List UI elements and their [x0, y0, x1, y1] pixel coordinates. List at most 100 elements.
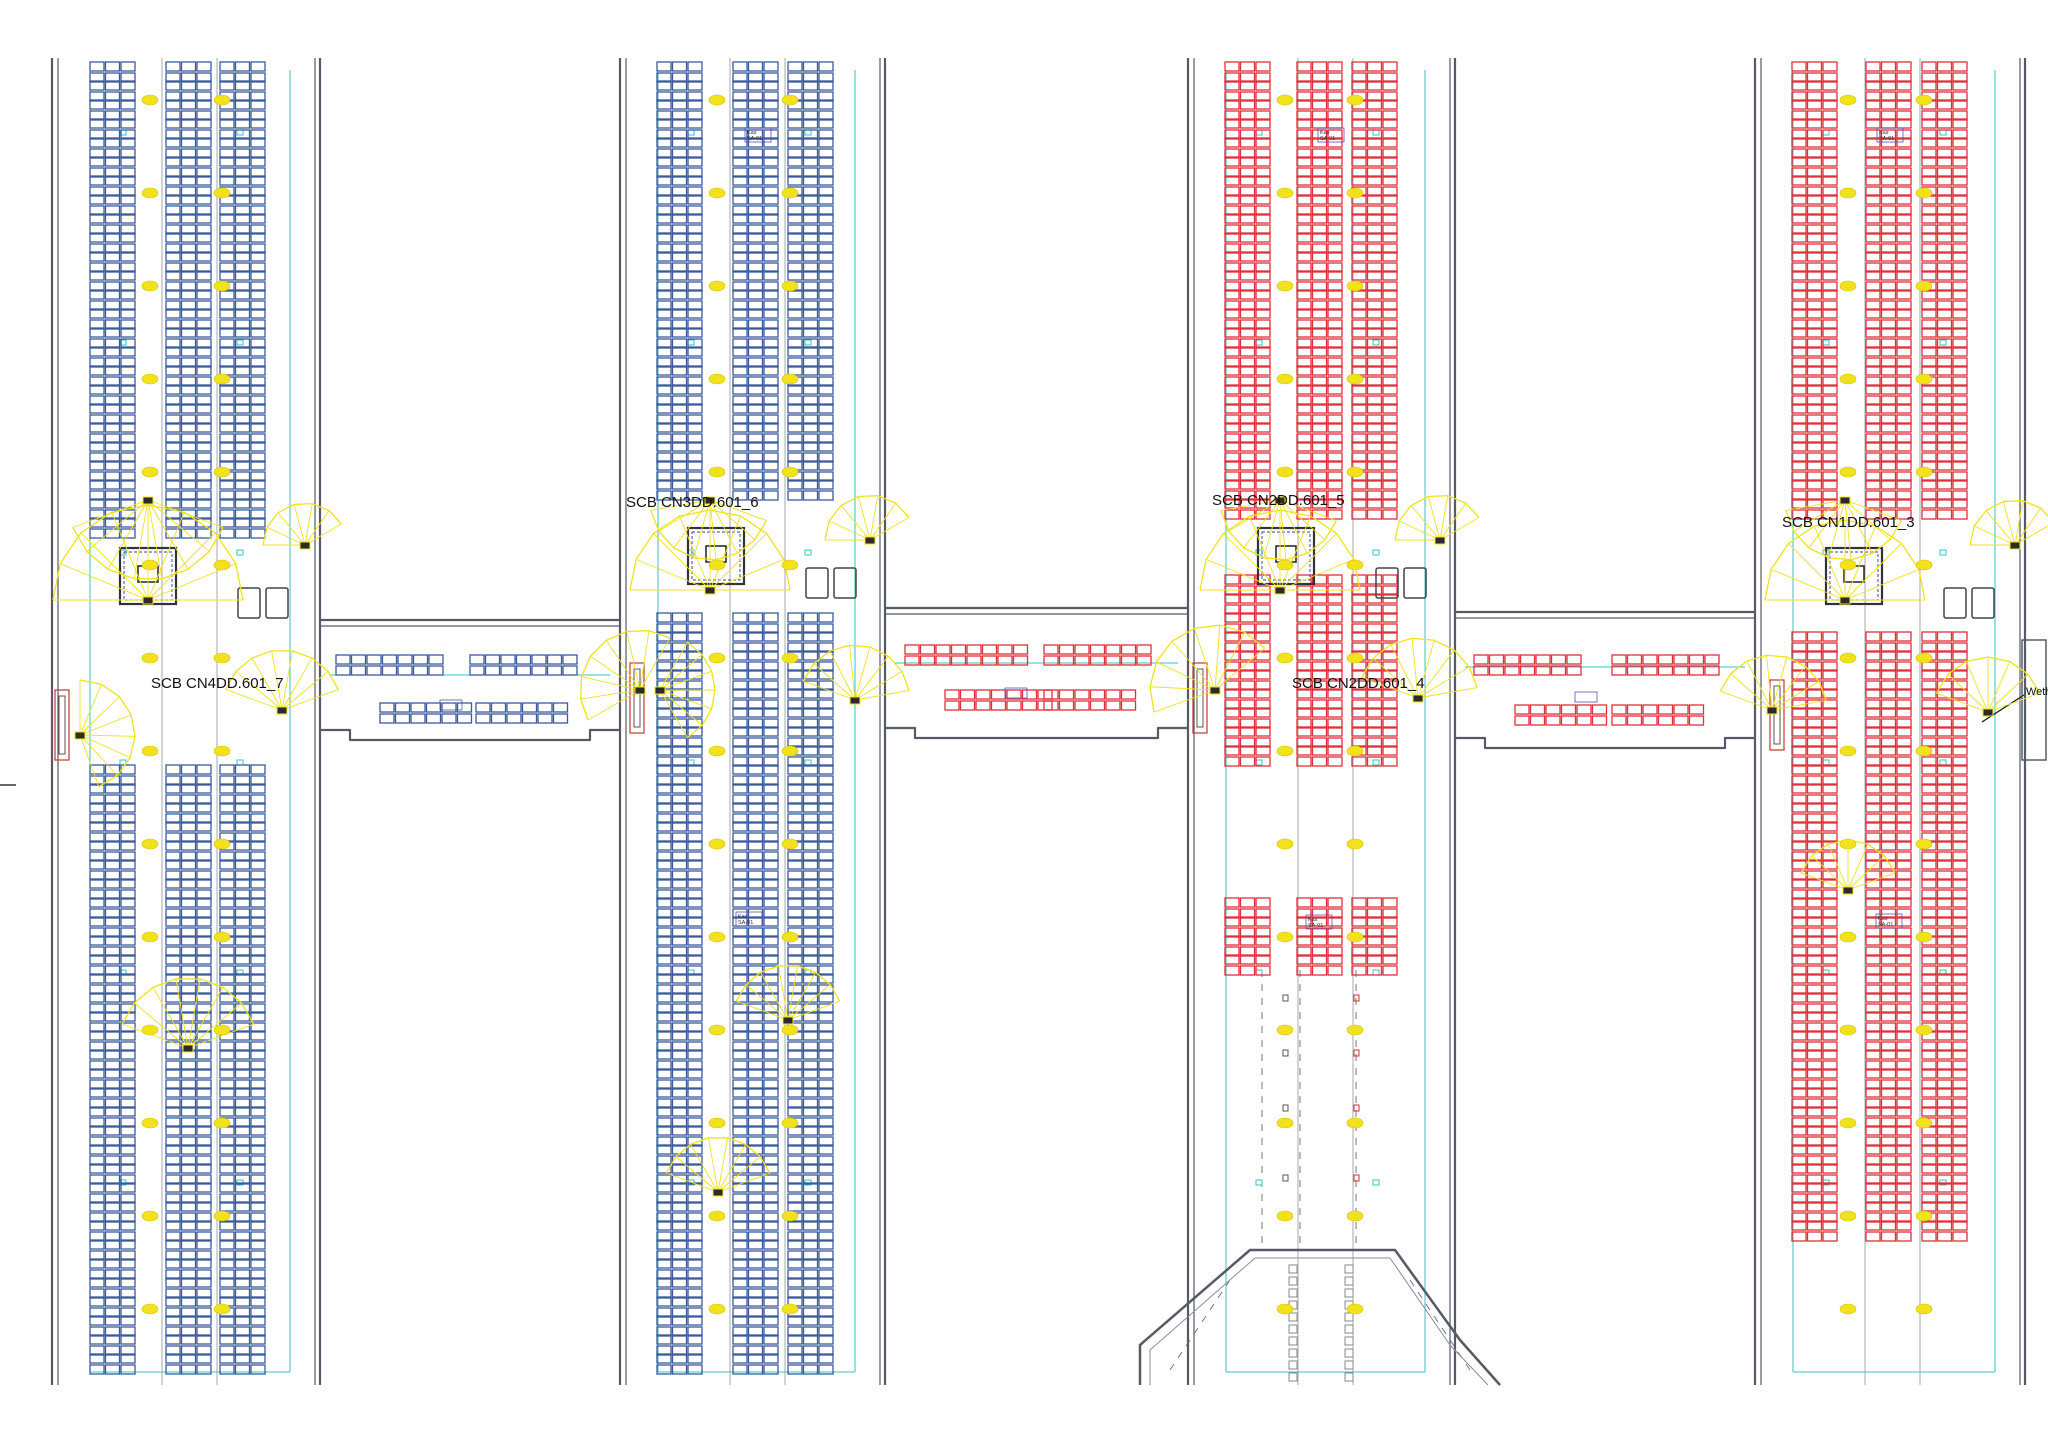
- pv-module: [234, 300, 251, 311]
- pv-module: [1255, 593, 1271, 604]
- pv-module: [656, 357, 672, 368]
- camera-icon: [1982, 708, 1994, 717]
- pv-module: [250, 1288, 266, 1299]
- pv-module: [1058, 655, 1075, 666]
- pv-module: [104, 1364, 121, 1375]
- pv-module: [1806, 357, 1823, 368]
- pv-module: [818, 213, 834, 224]
- pv-module: [89, 1155, 105, 1166]
- pv-module: [747, 946, 764, 957]
- pv-module: [1791, 175, 1807, 186]
- pv-module: [219, 308, 235, 319]
- pv-module: [732, 452, 748, 463]
- pv-module: [1921, 167, 1937, 178]
- pv-module: [1791, 688, 1807, 699]
- pv-module: [747, 783, 764, 794]
- pv-module: [219, 802, 235, 813]
- pv-module: [1382, 338, 1398, 349]
- pv-module: [1545, 715, 1561, 726]
- pv-module: [196, 384, 212, 395]
- pv-module: [1791, 251, 1807, 262]
- pv-module: [1822, 262, 1838, 273]
- corridor-wall: [1455, 736, 1755, 750]
- pv-module: [732, 699, 748, 710]
- pv-module: [1896, 897, 1912, 908]
- pv-module: [89, 110, 105, 121]
- pv-module: [818, 1353, 834, 1364]
- pv-module: [787, 110, 803, 121]
- pv-module: [1296, 623, 1312, 634]
- pv-module: [1952, 707, 1968, 718]
- pv-module: [1952, 498, 1968, 509]
- coverage-ray: [2014, 507, 2042, 546]
- pv-module: [196, 270, 212, 281]
- pv-module: [165, 1079, 181, 1090]
- pv-module: [1366, 699, 1383, 710]
- coverage-ray: [709, 499, 767, 521]
- pv-module: [180, 813, 197, 824]
- pv-module: [763, 1288, 779, 1299]
- camera-icon: [1346, 559, 1364, 571]
- pv-module: [1791, 889, 1807, 900]
- pv-module: [687, 1155, 703, 1166]
- pv-module: [89, 175, 105, 186]
- pv-module: [1806, 707, 1823, 718]
- pv-module: [656, 479, 672, 490]
- pv-module: [1952, 61, 1968, 72]
- coverage-ray: [626, 631, 641, 691]
- pv-module: [763, 422, 779, 433]
- pv-module: [1504, 654, 1520, 665]
- pv-module: [656, 91, 672, 102]
- pv-module: [104, 1220, 121, 1231]
- pv-module: [787, 1345, 803, 1356]
- pv-module: [1806, 194, 1823, 205]
- pv-module: [1952, 1049, 1968, 1060]
- pv-module: [656, 384, 672, 395]
- pv-module: [180, 1060, 197, 1071]
- camera-icon: [1839, 596, 1851, 605]
- pv-module: [671, 61, 688, 72]
- pv-module: [1239, 346, 1256, 357]
- pv-module: [1936, 490, 1953, 501]
- pv-module: [120, 186, 136, 197]
- pv-module: [787, 433, 803, 444]
- pv-module: [763, 1098, 779, 1109]
- marker: [1372, 759, 1380, 766]
- pv-module: [1921, 1087, 1937, 1098]
- pv-module: [1880, 91, 1897, 102]
- pv-module: [687, 726, 703, 737]
- scb-label-7: SCB CN4DD.601_7: [151, 675, 284, 692]
- pv-module: [1224, 490, 1240, 501]
- pv-module: [1921, 72, 1937, 83]
- pv-module: [1822, 707, 1838, 718]
- pv-module: [732, 973, 748, 984]
- pv-module: [219, 251, 235, 262]
- pv-module: [120, 414, 136, 425]
- pv-module: [1896, 908, 1912, 919]
- pv-module: [1896, 1155, 1912, 1166]
- pv-module: [687, 1201, 703, 1212]
- pv-module: [165, 1182, 181, 1193]
- pv-module: [1822, 232, 1838, 243]
- pv-module: [490, 702, 507, 713]
- coverage-ray: [854, 690, 910, 701]
- pv-module: [120, 129, 136, 140]
- pv-module: [89, 1022, 105, 1033]
- pv-module: [687, 623, 703, 634]
- pv-module: [397, 654, 413, 665]
- camera-icon: [864, 536, 876, 545]
- pv-module: [818, 357, 834, 368]
- pv-module: [196, 281, 212, 292]
- pv-module: [656, 289, 672, 300]
- pv-module: [1327, 61, 1343, 72]
- pv-module: [89, 1125, 105, 1136]
- pv-module: [165, 1345, 181, 1356]
- pv-module: [1806, 840, 1823, 851]
- pv-module: [180, 175, 197, 186]
- pv-module: [1239, 669, 1256, 680]
- pv-module: [732, 737, 748, 748]
- pv-module: [1311, 327, 1328, 338]
- pv-module: [219, 851, 235, 862]
- pv-module: [671, 908, 688, 919]
- pv-module: [1327, 745, 1343, 756]
